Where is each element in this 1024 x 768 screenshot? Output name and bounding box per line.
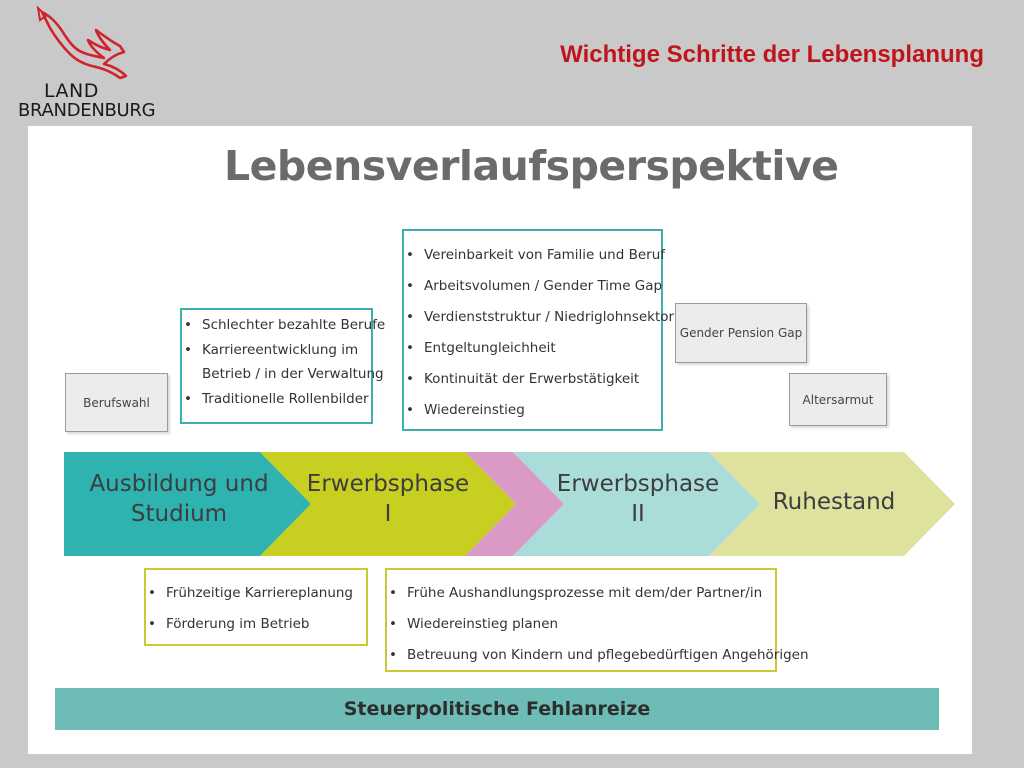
bottom-measures-box-1: Frühzeitige Karriereplanung Förderung im…: [144, 568, 368, 646]
phase-arrow-transition: [465, 452, 564, 556]
gender-pension-gap-box: Gender Pension Gap: [675, 303, 807, 363]
tax-policy-label: Steuerpolitische Fehlanreize: [343, 698, 651, 720]
phase-arrows: [64, 452, 955, 556]
list-item: Wiedereinstieg: [404, 395, 661, 426]
berufswahl-box: Berufswahl: [65, 373, 168, 432]
bottom-measures-box-2: Frühe Aushandlungsprozesse mit dem/der P…: [385, 568, 809, 672]
berufswahl-label: Berufswahl: [83, 395, 150, 410]
list-item: Frühzeitige Karriereplanung: [146, 578, 366, 609]
phase-label-ausbildung: Ausbildung und Studium: [89, 471, 269, 527]
list-item: Entgeltungleichheit: [404, 333, 661, 364]
list-item: Vereinbarkeit von Familie und Beruf: [404, 240, 665, 271]
list-item: Wiedereinstieg planen: [387, 609, 775, 640]
land-brandenburg-logo: LAND BRANDENBURG: [14, 6, 164, 122]
top-factors-box-1: Schlechter bezahlte Berufe Karriereentwi…: [180, 308, 385, 424]
phase-label-erwerbsphase-1: Erwerbsphase I: [306, 471, 470, 527]
logo-line-2: BRANDENBURG: [18, 100, 156, 121]
phase-arrow-erwerbsphase-1: [260, 452, 516, 556]
logo-line-1: LAND: [44, 80, 99, 102]
list-item: Traditionelle Rollenbilder: [182, 387, 371, 412]
diagram-panel: Lebensverlaufsperspektive Berufswahl Gen…: [28, 126, 972, 754]
phase-arrow-ausbildung: [64, 452, 311, 556]
phase-arrow-erwerbsphase-2: [513, 452, 760, 556]
phase-label-erwerbsphase-2: Erwerbsphase II: [556, 471, 720, 527]
altersarmut-box: Altersarmut: [789, 373, 887, 426]
list-item: Karriereentwicklung im: [182, 338, 371, 363]
phase-arrow-ruhestand: [709, 452, 955, 556]
phase-label-ruhestand: Ruhestand: [772, 489, 896, 515]
tax-policy-bar: Steuerpolitische Fehlanreize: [55, 688, 939, 730]
list-item: Arbeitsvolumen / Gender Time Gap: [404, 271, 662, 302]
list-item: Verdienststruktur / Niedriglohnsektor: [404, 302, 674, 333]
logo-text: LAND BRANDENBURG: [18, 80, 156, 121]
altersarmut-label: Altersarmut: [802, 392, 874, 407]
list-item: Schlechter bezahlte Berufe: [182, 313, 385, 338]
gender-pension-gap-label: Gender Pension Gap: [679, 326, 803, 340]
list-item: Frühe Aushandlungsprozesse mit dem/der P…: [387, 578, 775, 609]
list-item: Förderung im Betrieb: [146, 609, 366, 640]
diagram-title: Lebensverlaufsperspektive: [224, 142, 839, 190]
list-item-continuation: Betrieb / in der Verwaltung: [202, 366, 384, 382]
list-item: Betreuung von Kindern und pflegebedürfti…: [387, 640, 809, 671]
eagle-icon: [36, 6, 128, 80]
top-factors-box-2: Vereinbarkeit von Familie und Beruf Arbe…: [402, 229, 674, 431]
slide-title: Wichtige Schritte der Lebensplanung: [560, 41, 984, 68]
list-item: Kontinuität der Erwerbstätigkeit: [404, 364, 661, 395]
